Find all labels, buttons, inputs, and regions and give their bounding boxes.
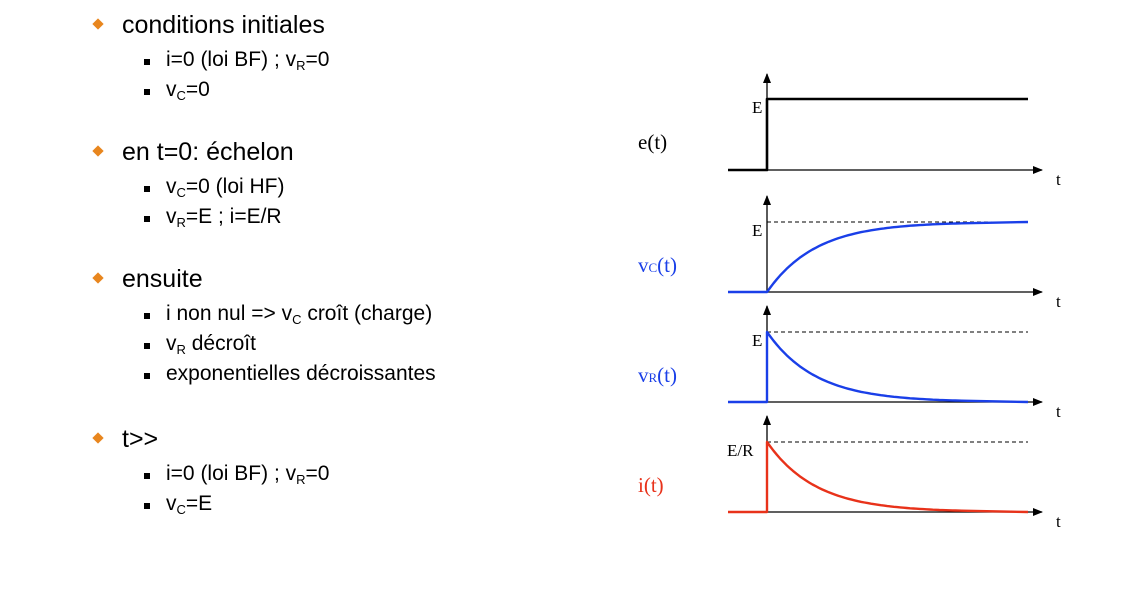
bullet-item: exponentielles décroissantes: [92, 359, 436, 389]
section-en-t0: en t=0: échelon vC=0 (loi HF) vR=E ; i=E…: [92, 137, 294, 232]
time-axis-label: t: [1056, 512, 1061, 531]
bullet-item: vC=0: [92, 75, 329, 105]
signal-label: i(t): [638, 473, 664, 497]
bullet-item: i non nul => vC croît (charge): [92, 299, 436, 329]
plot-it: E/R t i(t): [638, 415, 1061, 531]
signal-label: vC(t): [638, 253, 677, 277]
square-bullet-icon: [144, 313, 150, 319]
waveform-curve: [728, 440, 1029, 514]
bullet-item: vC=E: [92, 489, 329, 519]
waveform-curve: [728, 330, 1029, 404]
square-bullet-icon: [144, 503, 150, 509]
section-t-grand: t>> i=0 (loi BF) ; vR=0 vC=E: [92, 424, 329, 519]
signal-label: e(t): [638, 130, 667, 154]
section-title: conditions initiales: [122, 11, 325, 39]
level-label: E: [752, 98, 762, 117]
square-bullet-icon: [144, 343, 150, 349]
bullet-item: vR décroît: [92, 329, 436, 359]
bullet-item: vR=E ; i=E/R: [92, 202, 294, 232]
square-bullet-icon: [144, 216, 150, 222]
level-label: E: [752, 331, 762, 350]
time-axis-label: t: [1056, 292, 1061, 311]
waveform-curve: [728, 97, 1028, 172]
time-axis-label: t: [1056, 170, 1061, 189]
plot-vrt: Et vR(t): [638, 305, 1061, 421]
plot-et: Et e(t): [638, 73, 1061, 189]
bullet-item: i=0 (loi BF) ; vR=0: [92, 459, 329, 489]
time-axis-label: t: [1056, 402, 1061, 421]
section-conditions-initiales: conditions initiales i=0 (loi BF) ; vR=0…: [92, 10, 329, 105]
signal-label: vR(t): [638, 363, 677, 387]
section-title: en t=0: échelon: [122, 138, 294, 166]
square-bullet-icon: [144, 59, 150, 65]
bullet-item: i=0 (loi BF) ; vR=0: [92, 45, 329, 75]
square-bullet-icon: [144, 373, 150, 379]
square-bullet-icon: [144, 473, 150, 479]
square-bullet-icon: [144, 186, 150, 192]
level-label: E/R: [727, 441, 754, 460]
level-label: E: [752, 221, 762, 240]
section-title: ensuite: [122, 265, 203, 293]
bullet-item: vC=0 (loi HF): [92, 172, 294, 202]
section-ensuite: ensuite i non nul => vC croît (charge) v…: [92, 264, 436, 389]
plot-vct: Et vC(t): [638, 195, 1061, 311]
square-bullet-icon: [144, 89, 150, 95]
bullet-list: conditions initiales i=0 (loi BF) ; vR=0…: [92, 10, 436, 519]
section-title: t>>: [122, 425, 159, 453]
waveform-curve: [728, 220, 1029, 294]
